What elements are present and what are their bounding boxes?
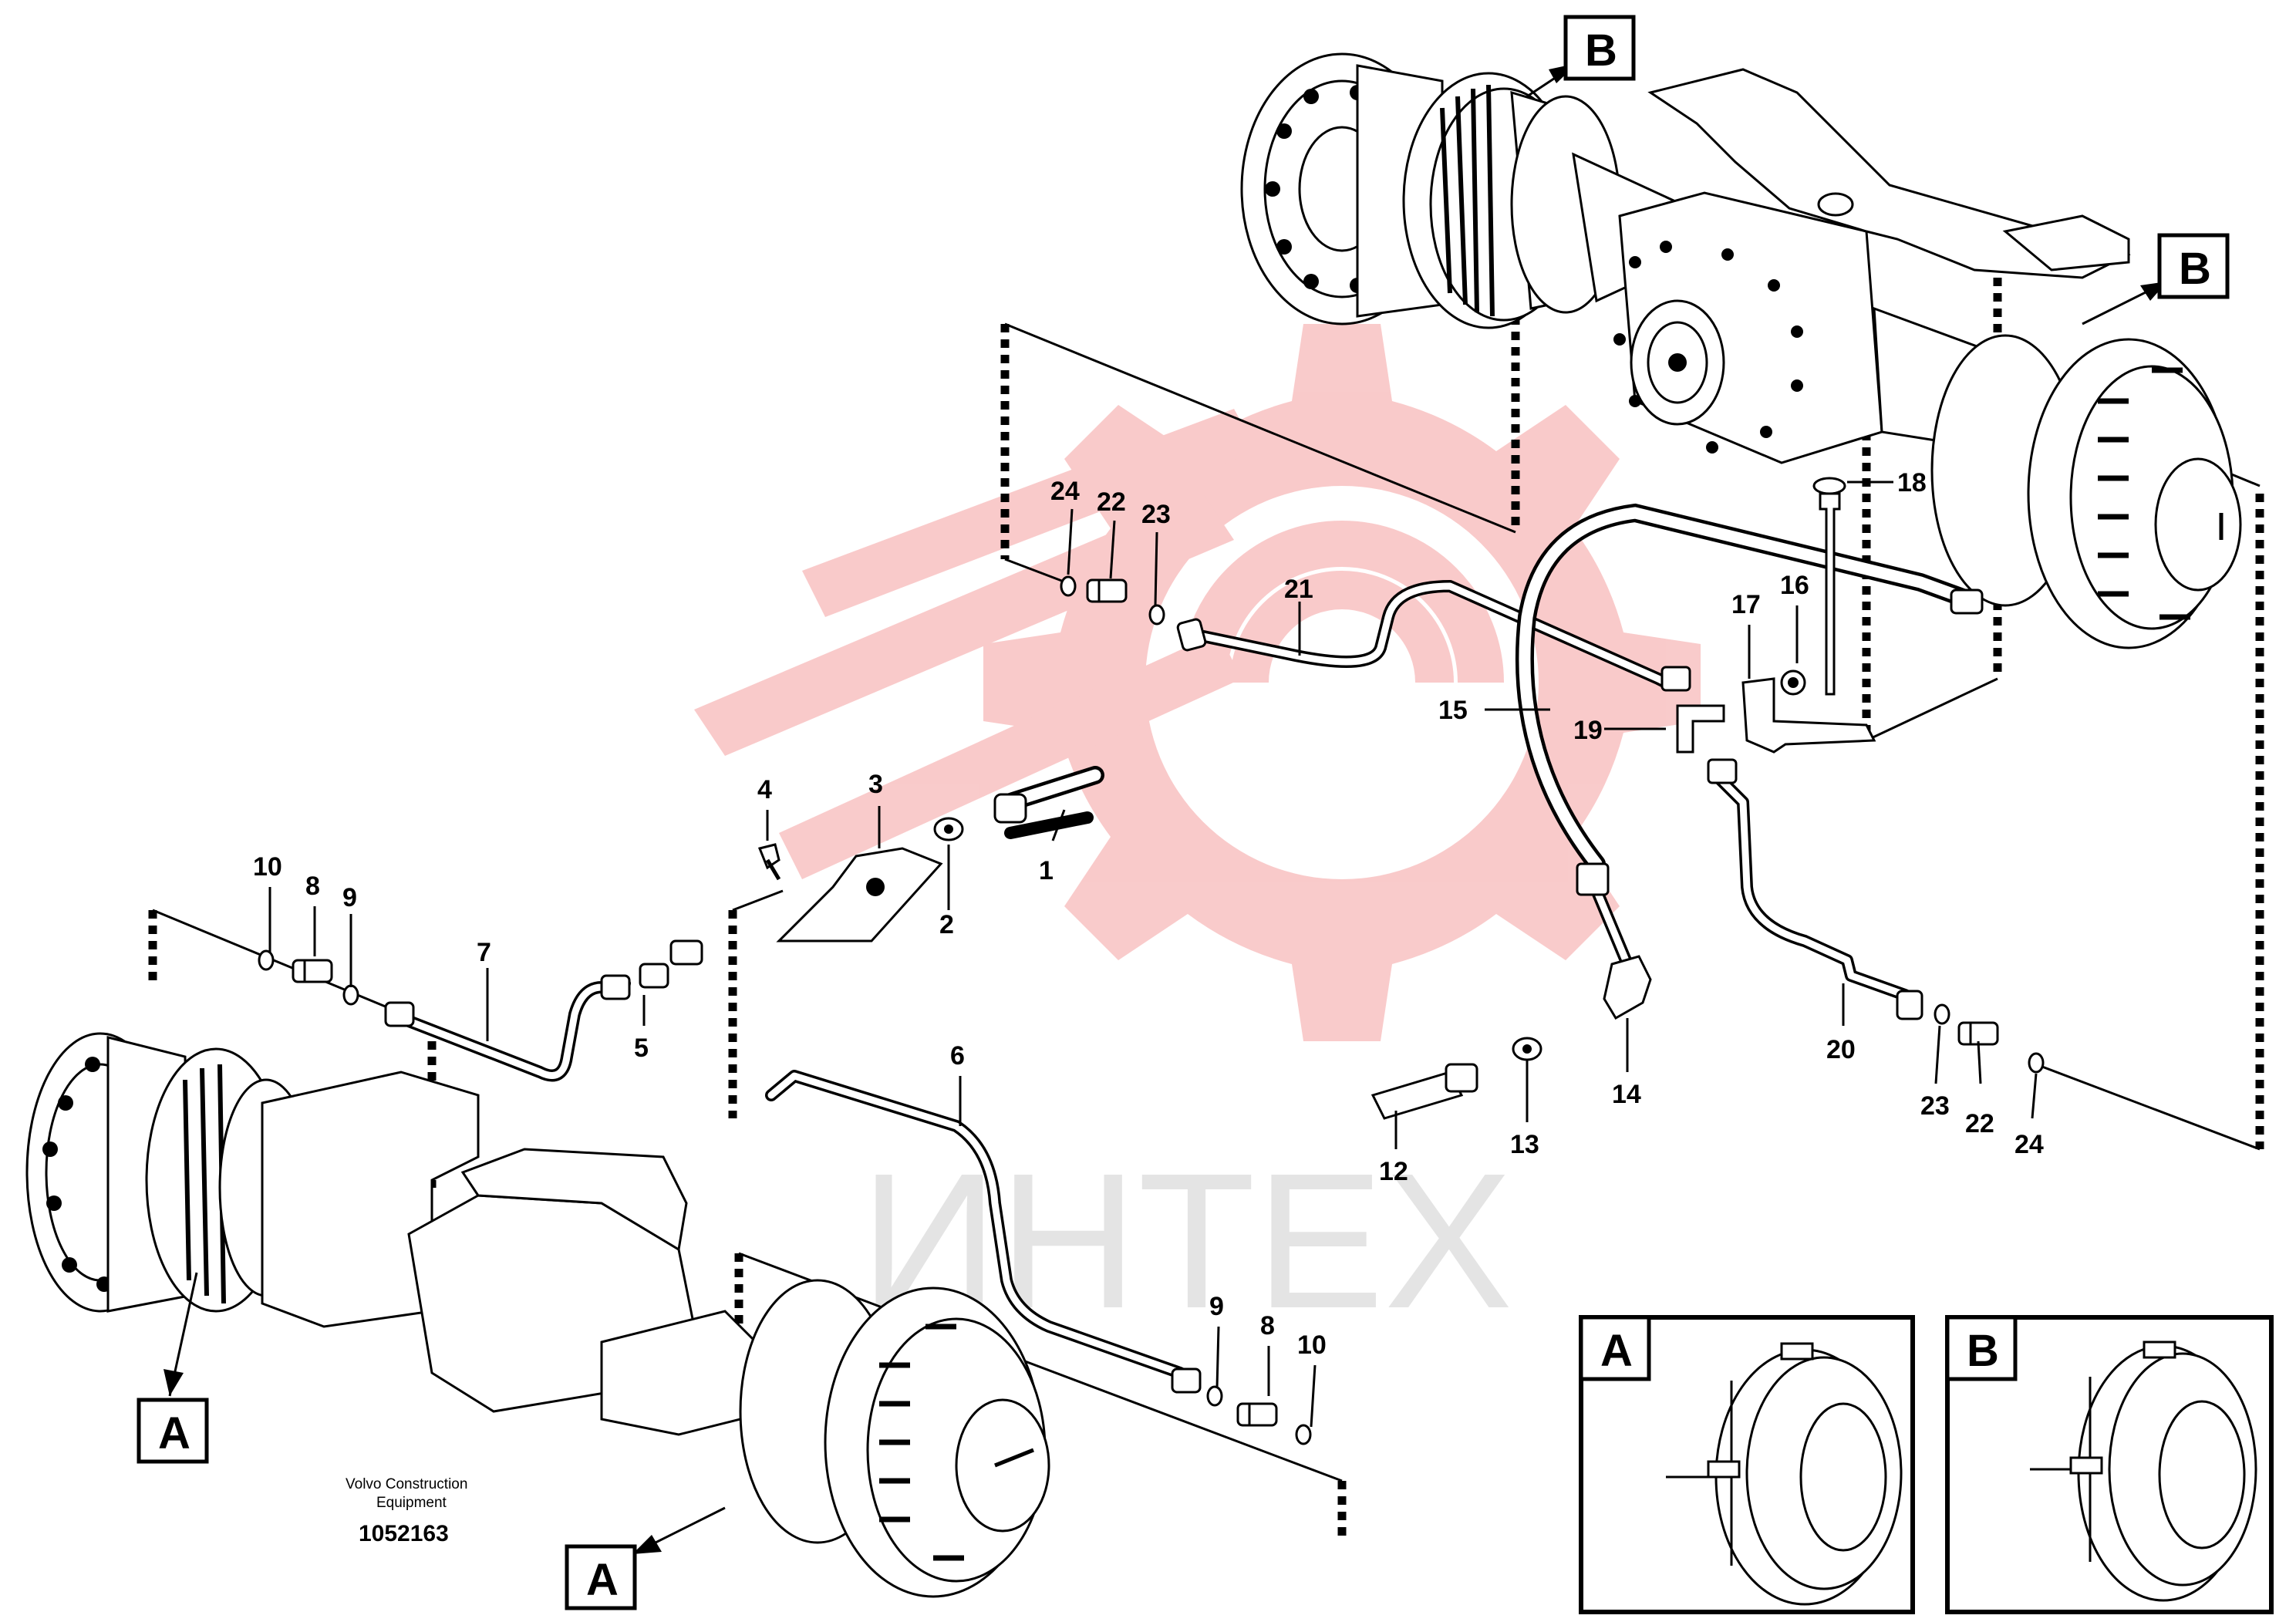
callout-8a: 8 [305,872,320,901]
footer-caption: Volvo Construction Equipment 1052163 [346,1476,467,1546]
callout-9b: 9 [1209,1292,1224,1321]
callout-15: 15 [1438,696,1468,725]
callout-23a: 23 [1141,500,1171,529]
callout-16: 16 [1780,571,1809,600]
pipe-21 [1197,580,1672,689]
callout-21: 21 [1284,575,1313,604]
callout-4: 4 [757,775,772,804]
view-label-b-rear-right: B [2082,233,2230,325]
callout-1: 1 [1039,856,1054,885]
callout-19: 19 [1573,716,1603,745]
leader-lines [268,481,2038,1428]
pipe-6 [765,1070,1186,1379]
svg-text:B: B [1585,25,1617,76]
callout-3: 3 [868,770,883,799]
callout-10b: 10 [1297,1330,1327,1360]
callout-6: 6 [950,1041,965,1071]
maker-line-1: Volvo Construction [346,1476,467,1492]
svg-text:A: A [1600,1326,1633,1376]
svg-text:B: B [1967,1326,1999,1376]
callout-24a: 24 [1050,477,1080,506]
view-label-a-front-left: A [137,1272,209,1464]
rear-axle-drawing [1240,52,2242,649]
callout-18: 18 [1897,468,1927,497]
svg-text:A: A [158,1408,190,1458]
view-label-a-front-right: A [565,1506,726,1610]
callout-20: 20 [1826,1035,1856,1064]
callout-2: 2 [939,910,954,939]
callout-5: 5 [634,1034,649,1063]
svg-text:B: B [2179,244,2211,294]
callout-12: 12 [1379,1157,1408,1186]
callout-9a: 9 [342,883,357,912]
callout-7: 7 [477,938,491,967]
callout-24b: 24 [2014,1130,2044,1159]
callout-23b: 23 [1920,1091,1950,1121]
callout-14: 14 [1612,1080,1641,1109]
hose-15 [1515,503,1972,873]
brake-ring-part-25 [2030,1340,2257,1602]
document-number: 1052163 [359,1521,449,1546]
maker-line-2: Equipment [376,1495,447,1511]
callout-17: 17 [1731,590,1761,619]
callout-numbers: 1 2 3 4 5 6 7 8 9 10 9 8 10 12 13 14 15 … [253,468,2044,1492]
callout-13: 13 [1510,1130,1539,1159]
watermark-gear-logo [694,324,1701,1041]
brake-ring-part-11 [1666,1342,1903,1606]
callout-8b: 8 [1260,1311,1275,1340]
view-label-b-rear-top: B [1526,15,1636,98]
callout-22b: 22 [1965,1109,1994,1138]
pipe-7 [395,977,631,1082]
svg-text:A: A [586,1555,619,1605]
callout-10a: 10 [253,852,282,882]
front-axle-drawing [25,1032,1050,1598]
callout-22a: 22 [1097,487,1126,517]
detail-panel-b: B [1945,1315,2274,1614]
pipe-20 [1710,769,1911,1001]
detail-panel-a: A [1579,1315,1915,1614]
